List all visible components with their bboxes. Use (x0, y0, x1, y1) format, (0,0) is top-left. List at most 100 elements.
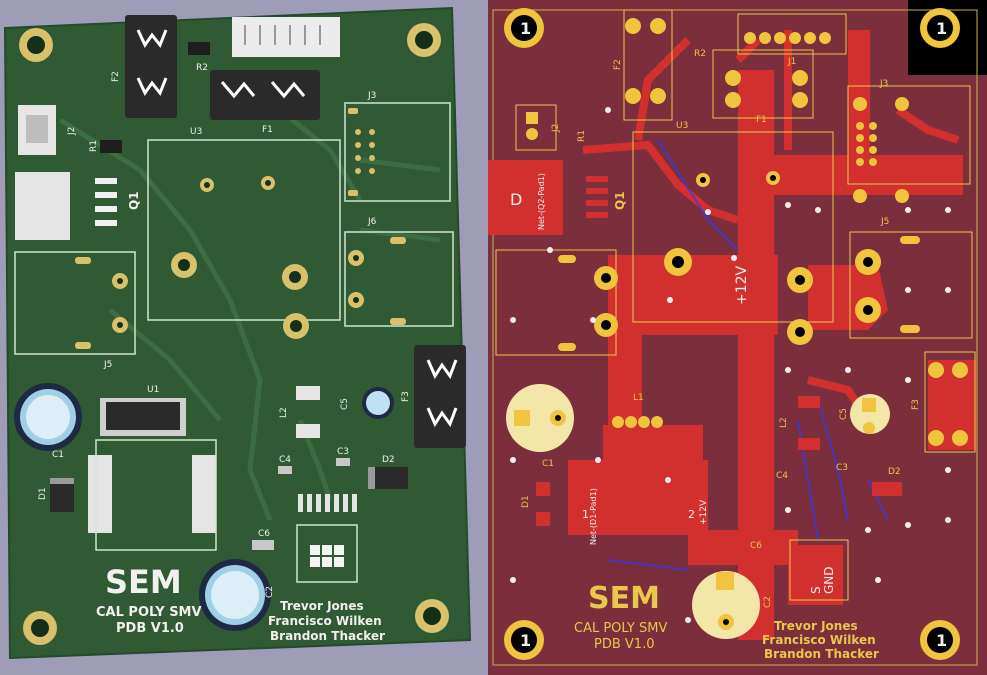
board-edge (492, 9, 978, 666)
q1-pins (586, 176, 608, 218)
connector-j5-pins (75, 257, 128, 349)
f1-pads (725, 70, 808, 108)
transistor-q1-tab (15, 172, 70, 240)
layout-ref-j5: J5 (880, 217, 889, 227)
ref-u1: U1 (147, 385, 159, 395)
transistor-q1-pads (95, 178, 117, 226)
3d-board-view: F2 R2 F1 J2 R1 (3, 6, 472, 660)
gnd-pad (798, 550, 838, 598)
d2-pads (872, 482, 902, 496)
layout-ref-j1: J1 (787, 57, 796, 67)
ref-r2: R2 (196, 63, 208, 73)
layout-ref-l2: L2 (779, 417, 789, 428)
ref-r1: R1 (89, 140, 99, 152)
connector-j1 (232, 17, 340, 57)
layout-ref-f1: F1 (756, 115, 767, 125)
ref-u3: U3 (190, 127, 202, 137)
pad-label-gnd: GND (822, 566, 836, 594)
pad-label-2: 2 (688, 508, 695, 521)
resistor-r1-body (100, 140, 122, 153)
ref-j6: J6 (367, 217, 377, 227)
logo-sem: SEM (105, 563, 182, 601)
fuse-holder-f1 (210, 70, 320, 120)
net-label-12v-small: +12V (699, 499, 709, 525)
ref-j5: J5 (103, 360, 112, 370)
layout-ref-d1: D1 (521, 495, 531, 508)
layout-author-3: Brandon Thacker (764, 647, 879, 661)
c2-footprint (692, 571, 760, 639)
layout-ref-r1: R1 (577, 130, 587, 142)
fuse-holder-f3 (414, 345, 466, 448)
mount-hole-label-tl: 1 (520, 19, 531, 38)
net-label-12v-big: +12V (734, 265, 750, 305)
footer-line-1: CAL POLY SMV (96, 605, 202, 620)
layout-ref-r2: R2 (694, 49, 706, 59)
l1-pads (612, 416, 663, 428)
c1-footprint (506, 384, 574, 452)
ref-f2: F2 (111, 71, 121, 82)
layout-ref-c5: C5 (839, 408, 849, 420)
pcb-layout-pane[interactable]: 1 1 1 1 J1 (488, 0, 987, 675)
layout-ref-j2: J2 (551, 124, 561, 133)
3d-viewer-pane[interactable]: F2 R2 F1 J2 R1 (0, 0, 488, 675)
pad-u1-left (88, 455, 112, 533)
net-label-q1: Net-(Q2-Pad1) (537, 173, 546, 230)
pad-label-1: 1 (582, 508, 589, 521)
capacitor-c4 (278, 466, 292, 474)
j1-pads (744, 32, 831, 44)
ref-c4: C4 (279, 455, 291, 465)
layout-ref-u3: U3 (676, 121, 688, 131)
d1-pad-a (536, 482, 550, 496)
d1-pad-b (536, 512, 550, 526)
pad-label-d: D (510, 190, 522, 209)
inductor-l2-pad2 (296, 424, 320, 438)
capacitor-c1 (14, 383, 82, 451)
layout-author-2: Francisco Wilken (762, 633, 876, 647)
module-bottom-outline (95, 439, 217, 551)
ref-j2: J2 (67, 127, 77, 136)
ref-j3: J3 (367, 91, 376, 101)
footprint-outlines (495, 9, 976, 601)
pad-u1-right (192, 455, 216, 533)
resistor-r2-body (188, 42, 210, 55)
net-label-d1: Net-(D1-Pad1) (589, 488, 598, 545)
layout-footer-line-2: PDB V1.0 (594, 637, 654, 652)
f3-pads (928, 362, 968, 446)
diode-d2-band (368, 467, 375, 489)
mount-hole-label-tr: 1 (936, 19, 947, 38)
author-3: Brandon Thacker (270, 629, 385, 643)
mount-hole-label-br: 1 (936, 631, 947, 650)
ref-l2: L2 (279, 407, 289, 418)
c5-footprint (850, 394, 890, 434)
ref-q1: Q1 (127, 191, 141, 210)
layout-ref-c1: C1 (542, 459, 554, 469)
connector-j5-outline (14, 251, 136, 355)
layout-ref-c3: C3 (836, 463, 848, 473)
layout-ref-c6: C6 (750, 541, 762, 551)
layout-ref-d2: D2 (888, 467, 901, 477)
regulator-u1-body (106, 402, 180, 430)
l2-pad-top (798, 396, 820, 408)
layout-ref-j3: J3 (879, 79, 888, 89)
connector-j6-outline (344, 231, 454, 327)
diode-d1-band (50, 478, 74, 484)
connector-j6-pins (348, 237, 406, 325)
author-2: Francisco Wilken (268, 614, 382, 628)
module-u3-outline (147, 139, 341, 321)
bottom-traces (607, 139, 889, 571)
pad-grid-outline (296, 524, 358, 583)
layout-mounting-holes (504, 8, 960, 660)
capacitor-c2 (199, 559, 271, 631)
diode-d2 (368, 467, 408, 489)
pcb-layout-view: 1 1 1 1 J1 (488, 0, 987, 675)
ref-c1: C1 (52, 450, 64, 460)
pad-grid (310, 545, 344, 567)
capacitor-c6 (252, 540, 274, 550)
j5-pads (558, 236, 920, 351)
inductor-l2-pad1 (296, 386, 320, 400)
ref-c3: C3 (337, 447, 349, 457)
q1-drain-pad (496, 160, 556, 230)
footer-line-2: PDB V1.0 (116, 621, 184, 636)
layout-ref-f3: F3 (911, 399, 921, 410)
ic-pad-row (298, 494, 357, 512)
